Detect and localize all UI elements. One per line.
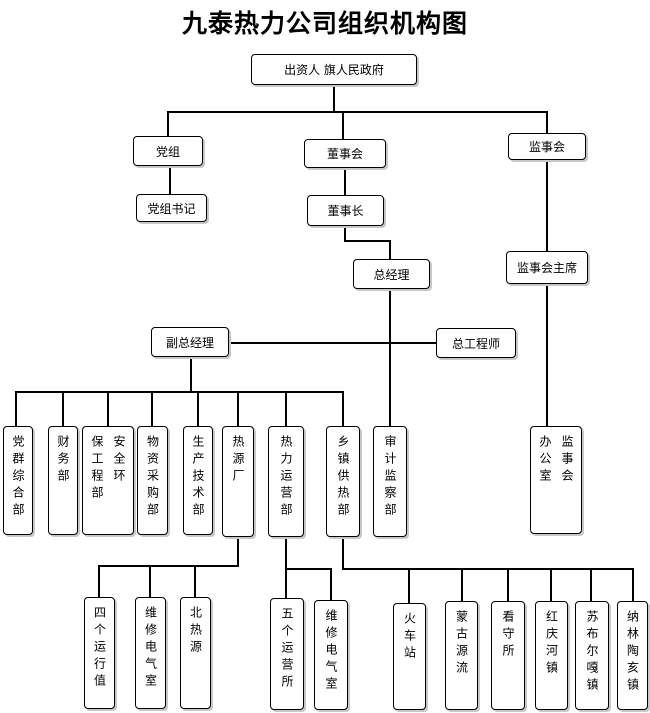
node-dept-procurement: 物资采购部 <box>137 426 168 535</box>
chart-title: 九泰热力公司组织机构图 <box>181 9 468 38</box>
node-unit-hongqinghe: 红庆河镇 <box>535 601 568 710</box>
node-unit-five-ops: 五个运营所 <box>270 598 304 710</box>
node-unit-subuergai: 苏布尔嘎镇 <box>575 601 609 710</box>
node-dept-tech: 生产技术部 <box>183 426 213 535</box>
node-party-group: 党组 <box>133 136 203 166</box>
node-unit-four-ops: 四个运行值 <box>84 597 115 709</box>
node-dept-heat-operation: 热力运营部 <box>268 426 304 537</box>
node-party-secretary: 党组书记 <box>136 194 207 222</box>
node-unit-guard: 看守所 <box>491 601 525 710</box>
node-dept-township-heating: 乡镇供热部 <box>326 426 360 537</box>
node-deputy-gm: 副总经理 <box>151 327 229 357</box>
node-supervisory-chairman: 监事会主席 <box>506 251 588 284</box>
node-unit-menggu: 蒙古源流 <box>445 601 478 710</box>
node-supervisory-office: 监事会 办公室 <box>530 426 582 534</box>
node-unit-nalintaohai: 纳林陶亥镇 <box>617 601 648 710</box>
node-investor: 出资人 旗人民政府 <box>251 54 417 85</box>
node-general-manager: 总经理 <box>353 259 430 289</box>
node-unit-north-heat: 北热源 <box>180 597 211 709</box>
node-dept-finance: 财务部 <box>48 426 78 535</box>
node-supervisory-board: 监事会 <box>508 133 586 160</box>
node-dept-safety-env: 安全环 保工程部 <box>82 426 134 535</box>
node-unit-repair-1: 维修电气室 <box>135 597 166 709</box>
node-dept-audit: 审计监察部 <box>373 426 407 537</box>
node-unit-repair-2: 维修电气室 <box>314 600 348 710</box>
node-dept-party-affairs: 党群综合部 <box>3 426 33 535</box>
node-chief-engineer: 总工程师 <box>436 328 516 358</box>
node-chairman: 董事长 <box>307 195 384 226</box>
node-board: 董事会 <box>304 139 386 168</box>
node-dept-heat-source-plant: 热源厂 <box>222 426 254 537</box>
node-unit-station: 火车站 <box>393 603 426 710</box>
